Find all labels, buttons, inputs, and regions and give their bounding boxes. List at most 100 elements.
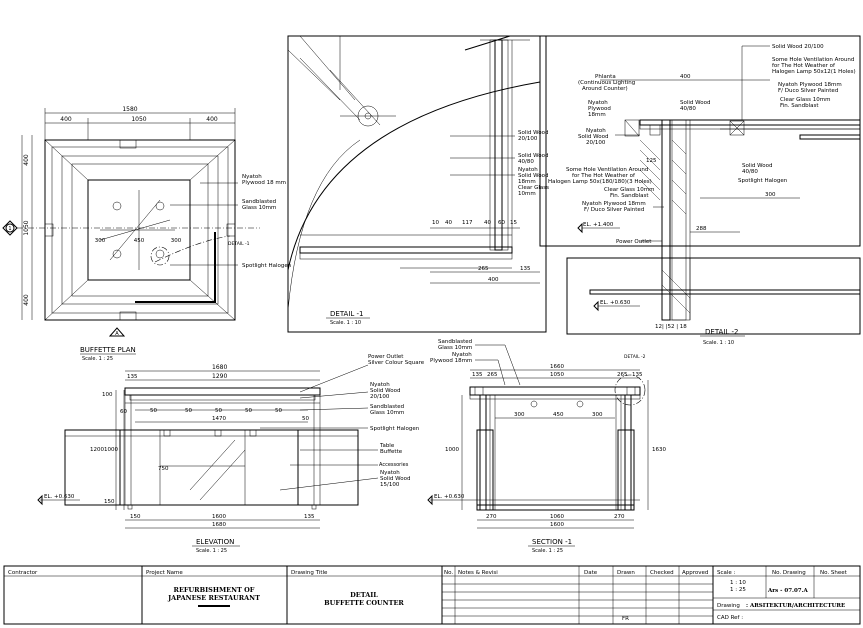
sec-dim-h1630: 1630 (652, 447, 666, 453)
tb-checked-label: Checked (650, 570, 674, 576)
d1-scale: Scale. 1 : 10 (330, 320, 361, 326)
plan-dim-300-right: 300 (171, 238, 182, 244)
sec-dim-r1: 265 (617, 372, 628, 378)
elev-h-1200: 1200 (90, 447, 104, 453)
tb-drawn-value: FR (622, 616, 629, 622)
tb-drawing-number: Ars - 07.07.A (767, 588, 809, 594)
buffet-plan: 1580 400 1050 400 400 1050 400 (2, 106, 292, 362)
tb-drawing-title-label: Drawing Title (291, 570, 328, 576)
tb-no-sheet-label: No. Sheet (820, 570, 848, 576)
plan-detail-tag: DETAIL -1 (228, 241, 250, 247)
plan-dim-side-mid: 1050 (23, 220, 30, 235)
d1-dim-0: 10 (432, 220, 439, 226)
elev-dim-150: 150 (104, 499, 115, 505)
d2-note-power: Power Outlet (616, 239, 652, 245)
sec-dim-450: 450 (553, 412, 564, 418)
sec-dim-1050: 1050 (550, 372, 564, 378)
elev-h-50: 50 (302, 416, 309, 422)
elev-h-100: 100 (102, 392, 113, 398)
elev-dim-top2: 1290 (212, 373, 227, 380)
sec-detail-tag: DETAIL -2 (624, 354, 646, 360)
plan-marker-letter: A (115, 331, 119, 337)
plan-dim-side-top: 400 (23, 154, 30, 166)
d2-level1: EL. +1.400 (583, 222, 614, 228)
d1-dim-5: 15 (510, 220, 517, 226)
title-block: Contractor Project Name REFURBISHMENT OF… (3, 565, 861, 625)
plan-dim-right: 400 (206, 116, 218, 123)
elev-slot-2: 50 (215, 408, 222, 414)
d2-dim-300: 300 (765, 192, 776, 198)
d1-dim-265: 265 (478, 266, 489, 272)
d2-dim-125: 125 (646, 158, 657, 164)
d1-dim-4: 60 (498, 220, 505, 226)
sec-dim-300a: 300 (514, 412, 525, 418)
tb-no-label: No. (444, 570, 453, 576)
d2-dims-bottom: 12| |52 | 18 (655, 324, 687, 330)
elev-dim-top1: 1680 (212, 364, 227, 371)
tb-scale-label: Scale : (717, 570, 736, 576)
plan-dim-left: 400 (60, 116, 72, 123)
elev-note-accessories: Accessories (379, 462, 409, 468)
sec-dim-h1000: 1000 (445, 447, 459, 453)
plan-dim-total: 1580 (122, 106, 137, 113)
sec-dim-b-total: 1600 (550, 522, 564, 528)
d1-dim-2: 117 (462, 220, 473, 226)
detail-2: 400 300 288 125 Solid Wood 20/100 Some H… (539, 35, 861, 346)
elev-dim-bottom1: 1600 (212, 514, 226, 520)
elev-dim-left-bottom: 150 (130, 514, 141, 520)
d2-dim-288: 288 (696, 226, 707, 232)
elev-dim-135: 135 (304, 514, 315, 520)
d1-dim-3: 40 (484, 220, 491, 226)
elev-scale: Scale. 1 : 25 (196, 548, 227, 554)
sec-scale: Scale. 1 : 25 (532, 548, 563, 554)
sec-dim-r2: 135 (632, 372, 643, 378)
d1-dim-1: 40 (445, 220, 452, 226)
plan-dim-450: 450 (134, 238, 145, 244)
plan-dim-300-left: 300 (95, 238, 106, 244)
plan-scale: Scale. 1 : 25 (82, 356, 113, 362)
elev-dim-bottom2: 1680 (212, 522, 226, 528)
tb-drawing-value: : ARSITEKTUR/ARCHITECTURE (746, 603, 845, 609)
sec-dim-1660: 1660 (550, 364, 564, 370)
tb-project-label: Project Name (146, 570, 183, 576)
sec-dim-300b: 300 (592, 412, 603, 418)
elev-slot-0: 50 (150, 408, 157, 414)
tb-contractor-label: Contractor (8, 570, 38, 576)
tb-cad-label: CAD Ref : (717, 615, 743, 621)
elev-slot-4: 50 (275, 408, 282, 414)
elev-note-halogen: Spotlight Halogen (370, 426, 420, 432)
sec-level: EL. +0.630 (434, 494, 465, 500)
plan-note-halogen: Spotlight Halogen (242, 263, 292, 269)
elevation: 1680 1290 135 50 50 50 50 50 1470 60 50 … (37, 354, 425, 554)
sec-dim-l2: 265 (487, 372, 498, 378)
d2-note-top-wood: Solid Wood 20/100 (772, 44, 824, 50)
d1-dim-135: 135 (520, 266, 531, 272)
plan-marker-num: 1 (8, 226, 11, 232)
sec-dim-b1: 270 (486, 514, 497, 520)
d1-dim-400: 400 (488, 277, 499, 283)
sec-dim-b3: 270 (614, 514, 625, 520)
